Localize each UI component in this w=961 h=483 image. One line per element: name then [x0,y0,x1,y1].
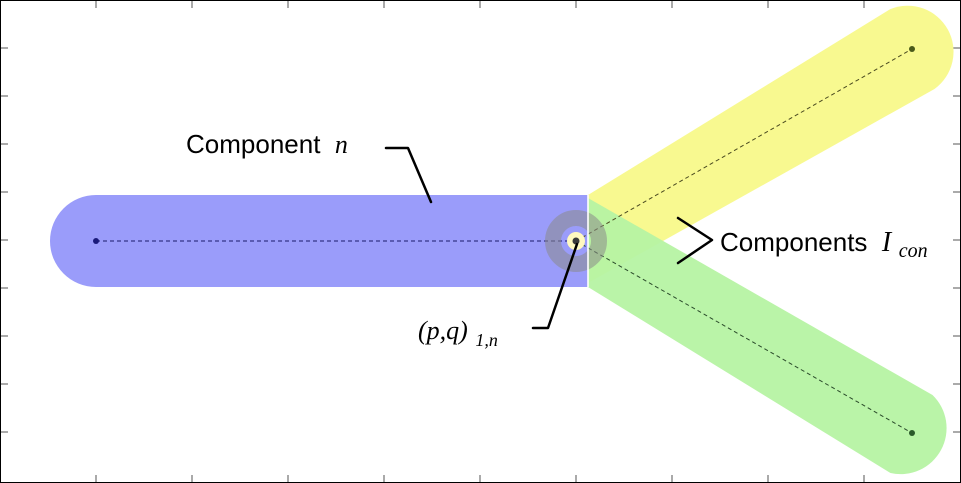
x-ticks [95,1,865,482]
point-pq-label: (p,q) 1,n [418,316,498,350]
components-icon-brace [676,216,714,265]
y-ticks [1,47,960,433]
green-component [588,198,947,475]
centerlines [96,48,913,434]
blue-component [50,195,588,287]
component-n-leader [384,146,433,204]
component-n-label: Component n [186,129,348,159]
components-icon-text: Components [720,227,867,257]
connection-point-dot [572,237,580,245]
left-endpoint-dot [93,238,99,244]
components-icon-sub: con [899,240,928,262]
component-n-text: Component [186,129,321,159]
components-icon-var: I [881,227,893,258]
point-pq-leader [531,242,579,330]
top-right-endpoint-dot [909,46,915,52]
bottom-right-endpoint-dot [909,430,915,436]
point-pq-var: (p,q) [418,316,468,345]
yellow-component [588,5,954,283]
components-icon-label: Components I con [720,227,928,262]
point-pq-sub: 1,n [475,330,498,350]
component-n-var: n [335,130,348,159]
leader-lines [384,146,714,330]
